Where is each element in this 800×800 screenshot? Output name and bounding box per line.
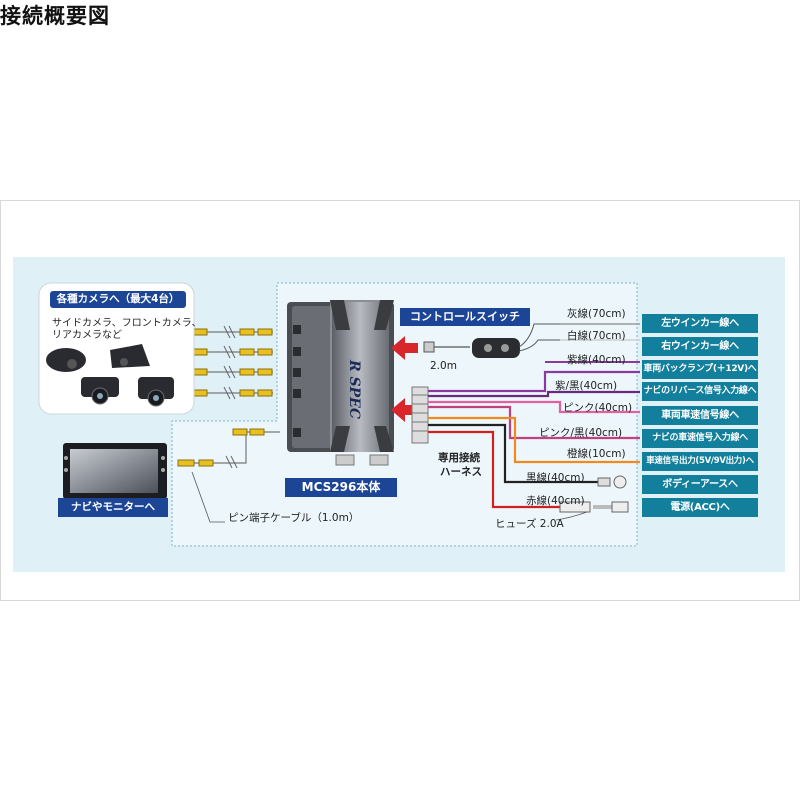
pin-cable-label: ピン端子ケーブル（1.0m）: [228, 512, 360, 524]
wire-label-gray: 灰線(70cm): [567, 308, 626, 320]
fuse-label: ヒューズ 2.0A: [495, 518, 564, 530]
wire-label-purple: 紫線(40cm): [567, 354, 626, 366]
wire-label-red: 赤線(40cm): [526, 495, 585, 507]
wire-label-pink-black: ピンク/黒(40cm): [539, 427, 623, 439]
wire-label-black: 黒線(40cm): [526, 472, 585, 484]
mcs296-label: MCS296本体: [285, 478, 397, 497]
connection-tag-3: 車両バックランプ(＋12V)へ: [642, 360, 758, 379]
control-switch-cable-length: 2.0m: [430, 360, 457, 372]
connection-tag-1: 左ウインカー線へ: [642, 314, 758, 333]
wire-label-white: 白線(70cm): [567, 330, 626, 342]
mcs296-unit-shape: [287, 300, 394, 466]
connection-tag-5: 車両車速信号線へ: [642, 406, 758, 425]
camera-rca-plugs: [192, 328, 273, 397]
wire-label-pink: ピンク(40cm): [563, 402, 633, 414]
connection-tag-9: 電源(ACC)へ: [642, 498, 758, 517]
connection-tag-6: ナビの車速信号入力線へ: [642, 429, 758, 448]
connection-tag-7: 車速信号出力(5V/9V出力)へ: [642, 452, 758, 471]
connection-tag-4: ナビのリバース信号入力線へ: [642, 382, 758, 401]
harness-label-1: 専用接続: [438, 452, 480, 464]
page-title: 接続概要図: [0, 4, 110, 28]
connection-tag-8: ボディーアースへ: [642, 475, 758, 494]
control-switch-label: コントロールスイッチ: [400, 308, 530, 326]
red-arrows: [391, 336, 418, 422]
harness-wires: [428, 370, 640, 509]
navi-monitor-shape: [63, 443, 167, 499]
wire-label-orange: 橙線(10cm): [567, 448, 626, 460]
cameras-description-1: サイドカメラ、フロントカメラ、: [52, 318, 202, 329]
cameras-description-2: リアカメラなど: [52, 330, 122, 341]
connection-tag-2: 右ウインカー線へ: [642, 337, 758, 356]
monitor-label: ナビやモニターへ: [58, 498, 168, 517]
mcs296-logo: R SPEC: [346, 360, 362, 419]
cameras-heading: 各種カメラへ（最大4台）: [50, 291, 186, 308]
camera-shapes: [46, 344, 174, 407]
harness-label-2: ハーネス: [440, 466, 482, 478]
wire-label-purple-black: 紫/黒(40cm): [555, 380, 618, 392]
